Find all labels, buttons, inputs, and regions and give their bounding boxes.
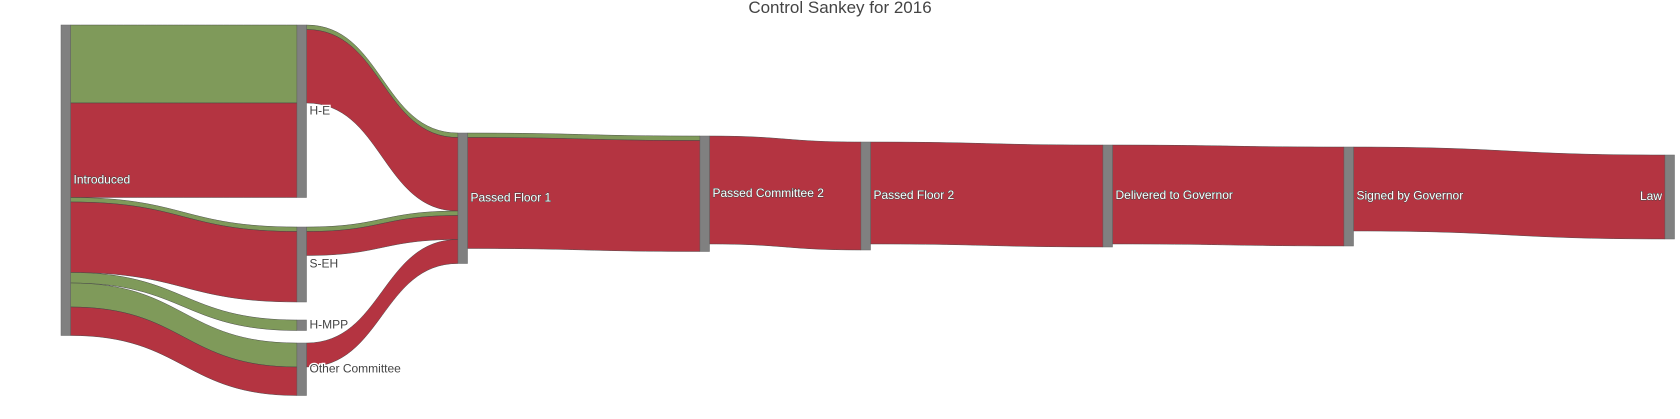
link-introduced-to-he-passed[interactable] [70, 24, 298, 104]
node-pc2[interactable] [699, 135, 710, 252]
node-label-sg: Signed by Governor [1357, 189, 1464, 203]
node-label-dg: Delivered to Governor [1116, 188, 1233, 202]
node-label-law: Law [1640, 189, 1662, 203]
node-label-pf2: Passed Floor 2 [874, 188, 955, 202]
node-label-seh: S-EH [310, 257, 339, 271]
node-he[interactable] [296, 24, 307, 198]
node-seh[interactable] [296, 226, 307, 303]
node-pf1[interactable] [457, 132, 468, 264]
node-label-pf1: Passed Floor 1 [471, 190, 552, 204]
node-pf2[interactable] [860, 141, 871, 251]
node-label-other: Other Committee [310, 361, 402, 375]
chart-title: Control Sankey for 2016 [748, 0, 931, 17]
links-layer [70, 24, 1666, 396]
node-sg[interactable] [1343, 146, 1354, 247]
node-dg[interactable] [1102, 144, 1113, 248]
node-other[interactable] [296, 342, 307, 396]
node-law[interactable] [1664, 154, 1675, 240]
node-label-introduced: Introduced [74, 172, 131, 186]
node-label-pc2: Passed Committee 2 [713, 186, 825, 200]
nodes-layer [60, 24, 1675, 396]
node-introduced[interactable] [60, 24, 71, 336]
labels-layer: Introduced H-E S-EH H-MPP Other Committee Pas… [73, 102, 1663, 377]
node-hmpp[interactable] [296, 319, 307, 331]
node-label-he: H-E [310, 103, 331, 117]
node-label-hmpp: H-MPP [310, 317, 349, 331]
